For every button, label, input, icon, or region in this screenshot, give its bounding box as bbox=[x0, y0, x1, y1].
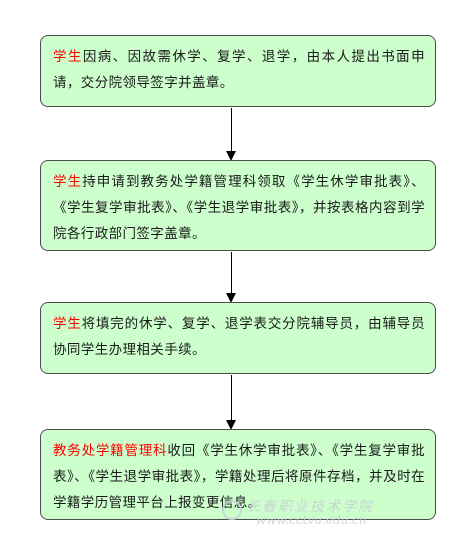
step-1-actor: 学生 bbox=[53, 49, 83, 65]
step-3-text: 将填完的休学、复学、退学表交分院辅导员，由辅导员协同学生办理相关手续。 bbox=[53, 316, 425, 358]
arrow-2-shaft bbox=[231, 252, 232, 294]
step-3-box: 学生将填完的休学、复学、退学表交分院辅导员，由辅导员协同学生办理相关手续。 bbox=[40, 302, 436, 374]
arrow-3-shaft bbox=[231, 375, 232, 421]
step-4-text: 收回《学生休学审批表》、《学生复学审批表》、《学生退学审批表》，学籍处理后将原件… bbox=[53, 443, 425, 511]
arrow-2-head-icon bbox=[226, 293, 236, 303]
arrow-1-head-icon bbox=[226, 151, 236, 161]
arrow-3-head-icon bbox=[226, 420, 236, 430]
step-1-box: 学生因病、因故需休学、复学、退学，由本人提出书面申请，交分院领导签字并盖章。 bbox=[40, 35, 436, 107]
step-1-text: 因病、因故需休学、复学、退学，由本人提出书面申请，交分院领导签字并盖章。 bbox=[53, 49, 425, 91]
step-2-box: 学生持申请到教务处学籍管理科领取《学生休学审批表》、《学生复学审批表》、《学生退… bbox=[40, 160, 436, 251]
step-2-text: 持申请到教务处学籍管理科领取《学生休学审批表》、《学生复学审批表》、《学生退学审… bbox=[53, 174, 425, 242]
step-4-box: 教务处学籍管理科收回《学生休学审批表》、《学生复学审批表》、《学生退学审批表》，… bbox=[40, 429, 436, 520]
step-4-actor: 教务处学籍管理科 bbox=[53, 443, 168, 459]
step-3-actor: 学生 bbox=[53, 316, 82, 332]
step-2-actor: 学生 bbox=[53, 174, 83, 190]
arrow-1-shaft bbox=[231, 108, 232, 152]
